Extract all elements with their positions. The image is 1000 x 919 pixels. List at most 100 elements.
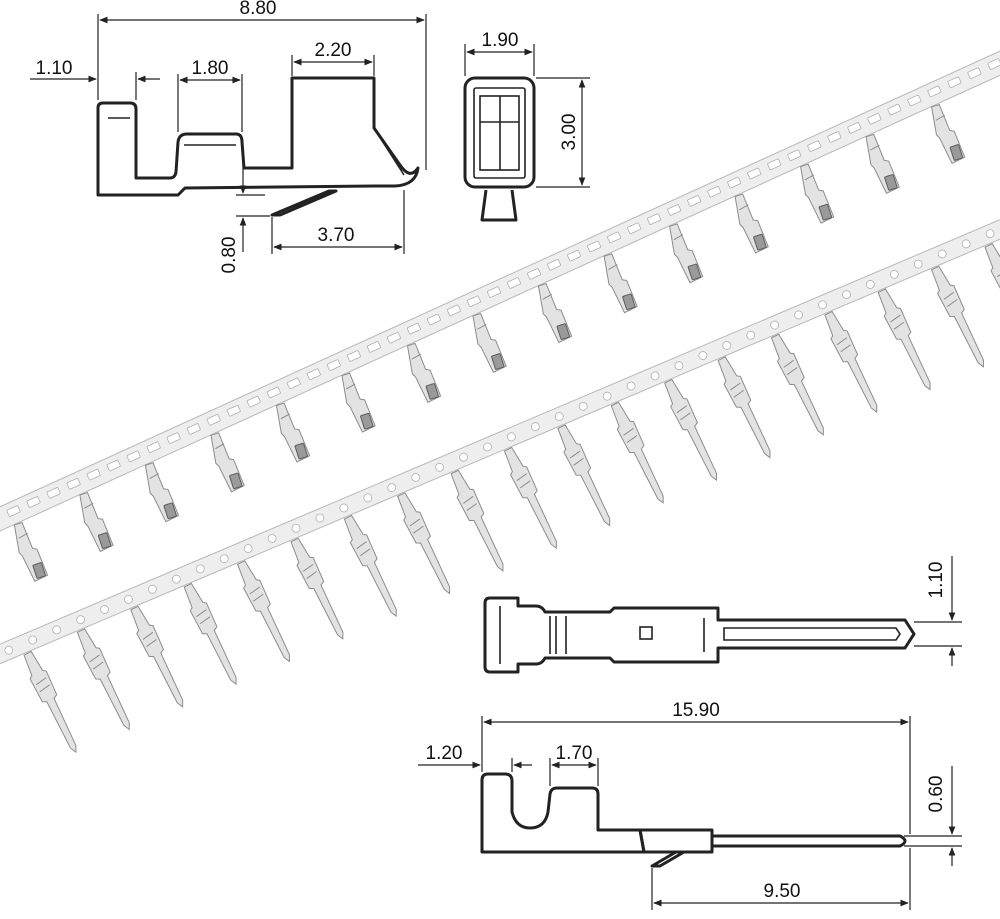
female-terminal (669, 223, 704, 284)
female-terminal (603, 253, 638, 314)
dim-female-latch-height: 0.80 (219, 237, 240, 274)
strip-hole (291, 523, 301, 533)
strip-hole (466, 295, 481, 308)
strip-hole (647, 213, 662, 225)
strip-hole (722, 341, 732, 350)
male-terminal (23, 650, 77, 754)
strip-hole (106, 459, 121, 472)
strip-hole (326, 359, 341, 371)
female-terminal (79, 491, 114, 553)
dim-female-rear-offset: 1.10 (36, 58, 73, 79)
strip-hole (794, 310, 804, 320)
dim-female-contact-length: 2.20 (315, 40, 352, 61)
strip-hole (507, 277, 521, 289)
strip-hole (667, 204, 682, 216)
strip-hole (967, 67, 982, 79)
strip-hole (4, 645, 14, 655)
male-terminal (450, 469, 504, 572)
male-terminal (503, 446, 557, 550)
strip-hole (226, 404, 241, 417)
male-terminal-top-view: 1.10 (483, 556, 962, 674)
dim-female-crimp-width: 1.80 (192, 58, 229, 79)
male-pin-slot (723, 627, 901, 641)
male-terminal (930, 265, 984, 368)
strip-hole (787, 149, 802, 162)
dim-female-latch-length: 3.70 (318, 225, 355, 246)
male-side-transition (638, 828, 714, 854)
male-terminals (23, 242, 1000, 754)
strip-hole (124, 594, 133, 604)
female-front-outline (463, 76, 536, 189)
male-side-body-outline (480, 772, 646, 854)
dim-male-rear-offset: 1.20 (426, 743, 463, 764)
female-terminal (13, 521, 49, 583)
strip-hole (195, 564, 205, 574)
male-terminal (984, 242, 1000, 346)
strip-hole (554, 412, 564, 421)
female-terminal (800, 163, 835, 224)
strip-hole (171, 574, 181, 584)
strip-hole (674, 361, 684, 371)
male-terminal (557, 424, 611, 527)
male-terminal (183, 582, 237, 686)
male-terminal-side-view: 15.90 1.20 1.70 0.60 9.50 (418, 700, 962, 910)
female-terminal (275, 402, 311, 463)
male-terminal (290, 537, 344, 640)
strip-hole (366, 341, 381, 353)
strip-hole (602, 391, 612, 401)
male-terminal (664, 378, 718, 482)
male-terminal (397, 492, 451, 595)
strip-hole (907, 94, 922, 107)
female-terminal-body-outline (96, 76, 420, 197)
female-terminal (865, 133, 900, 194)
strip-hole (507, 432, 516, 442)
male-top-body-outline (483, 596, 916, 674)
strip-hole (26, 496, 41, 508)
female-terminal (931, 103, 966, 165)
strip-hole (76, 615, 86, 625)
dim-male-pin-width: 1.10 (926, 562, 947, 599)
strip-hole (28, 635, 38, 645)
strip-hole (459, 452, 468, 462)
male-terminal (610, 401, 664, 504)
female-terminal (144, 462, 180, 523)
strip-hole (770, 320, 780, 330)
strip-hole (306, 368, 321, 380)
strip-hole (339, 503, 349, 513)
strip-hole (985, 229, 995, 239)
female-terminal (472, 312, 507, 374)
strip-hole (827, 131, 842, 143)
strip-hole (889, 269, 899, 279)
dim-female-front-height: 3.00 (559, 114, 580, 151)
strip-hole (6, 505, 21, 517)
strip-hole (206, 414, 221, 426)
strip-hole (527, 268, 542, 280)
strip-hole (148, 584, 157, 594)
strip-hole (707, 186, 722, 198)
strip-hole (406, 322, 421, 335)
female-terminals (13, 103, 966, 583)
strip-hole (867, 113, 882, 125)
strip-hole (687, 195, 702, 207)
female-terminal (341, 372, 376, 433)
female-terminal-reel-photo (0, 40, 1000, 583)
strip-hole (266, 386, 281, 399)
strip-hole (186, 423, 201, 435)
female-terminal-side-view: 8.80 1.10 1.80 2.20 3.70 0.80 (30, 0, 427, 274)
male-terminal (76, 628, 130, 731)
strip-hole (567, 249, 582, 262)
strip-hole (52, 625, 62, 635)
strip-hole (887, 103, 902, 116)
strip-hole (315, 513, 325, 523)
male-terminal (130, 605, 184, 708)
strip-hole (578, 401, 588, 411)
strip-hole (947, 76, 962, 89)
strip-hole (847, 122, 862, 134)
strip-hole (146, 441, 161, 453)
strip-hole (650, 371, 660, 381)
strip-hole (607, 231, 622, 244)
strip-hole (807, 140, 822, 152)
dim-male-overall-length: 15.90 (672, 700, 720, 721)
male-terminal (770, 333, 824, 436)
